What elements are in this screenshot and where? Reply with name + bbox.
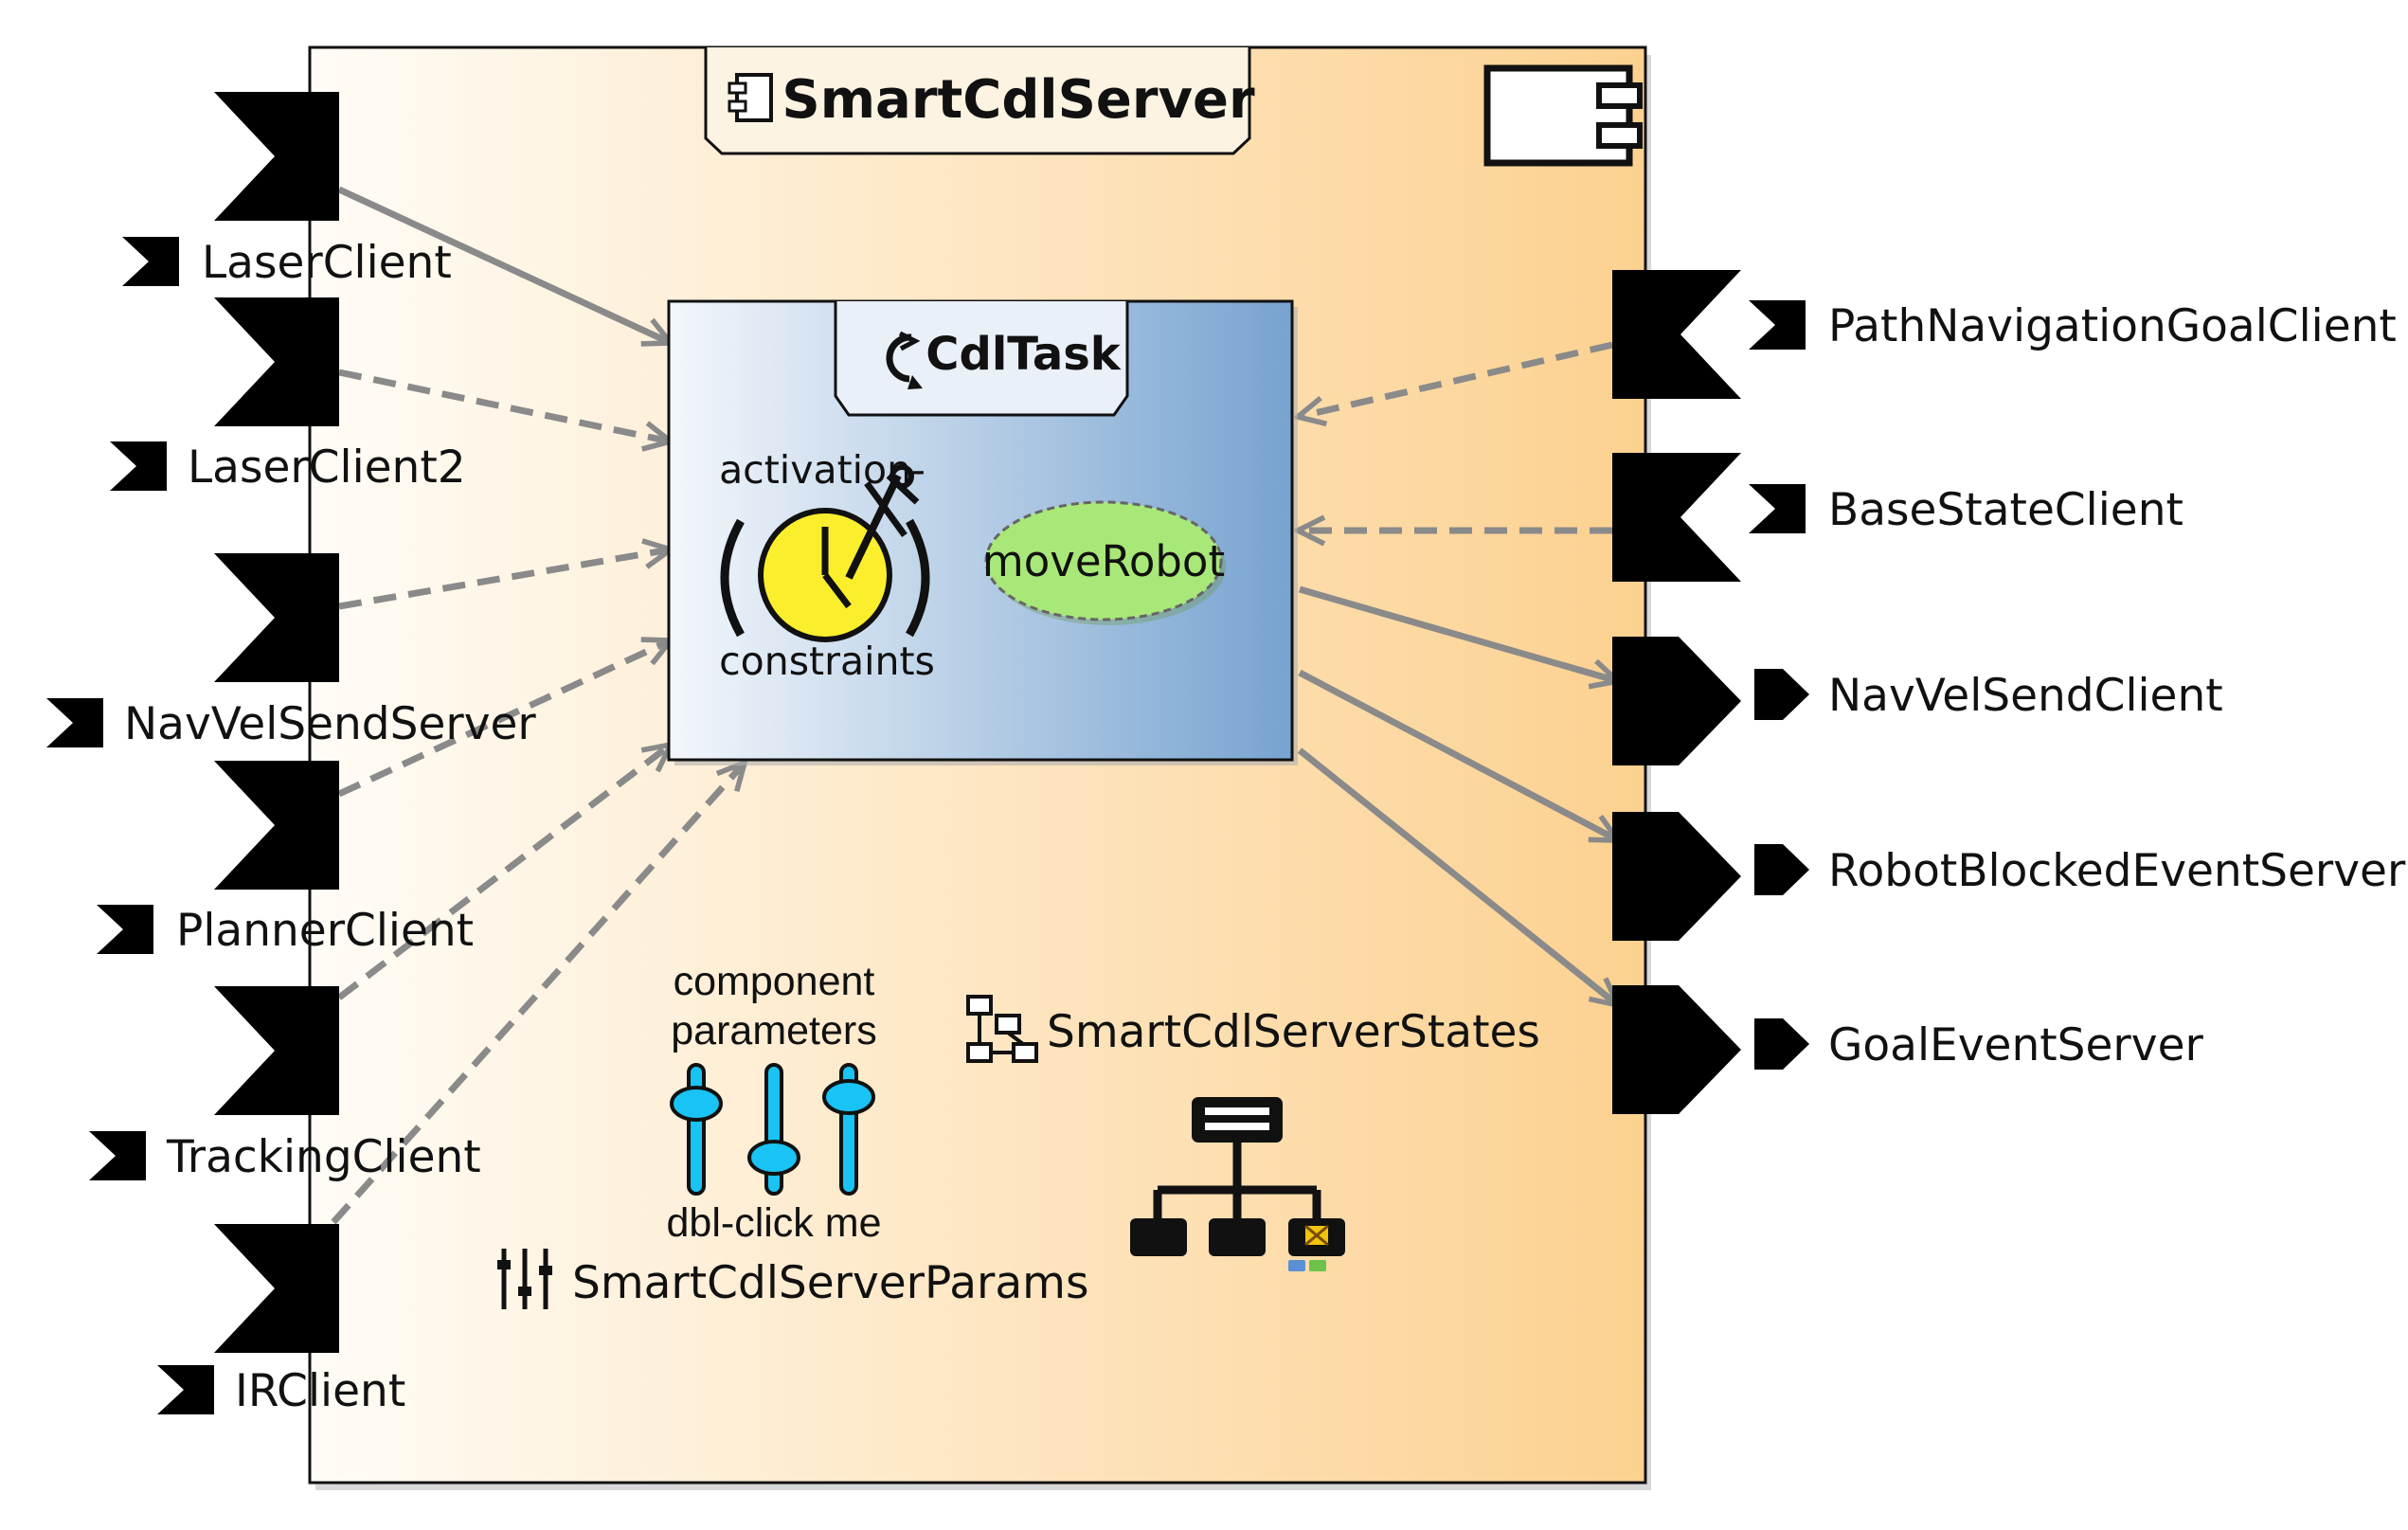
right-port-navvelsendclient[interactable]: NavVelSendClient <box>1612 637 2223 765</box>
moverobot-label: moveRobot <box>982 536 1225 586</box>
input-port-icon <box>110 441 167 491</box>
port-shape <box>214 297 339 426</box>
right-ports: PathNavigationGoalClient BaseStateClient… <box>1612 270 2406 1114</box>
component-corner-icon <box>1483 64 1643 167</box>
port-shape <box>214 92 339 221</box>
states-node[interactable]: SmartCdlServerStates <box>966 995 1540 1271</box>
connector-laserclient2 <box>338 369 671 441</box>
moverobot-node[interactable]: moveRobot <box>982 500 1226 625</box>
port-label: RobotBlockedEventServer <box>1828 845 2406 897</box>
connector-robotblockedeventserver <box>1298 669 1618 844</box>
left-port-trackingclient[interactable]: TrackingClient <box>89 986 481 1183</box>
input-port-icon <box>1749 300 1806 350</box>
input-port-icon <box>89 1131 146 1180</box>
input-port-icon <box>46 698 103 747</box>
sliders-small-icon <box>497 1249 552 1309</box>
params-caption-bottom: dbl-click me <box>667 1200 882 1246</box>
states-name: SmartCdlServerStates <box>1047 1006 1540 1058</box>
task-cycle-icon <box>886 331 923 389</box>
left-ports: LaserClient LaserClient2 NavVelSendServe… <box>46 92 536 1417</box>
output-port-icon <box>1754 844 1809 895</box>
input-port-icon <box>122 237 179 286</box>
port-label: LaserClient <box>202 237 452 289</box>
params-caption-top: component <box>674 959 875 1004</box>
hierarchy-icon <box>1130 1097 1345 1271</box>
port-shape <box>1612 270 1741 399</box>
input-port-icon <box>157 1365 214 1414</box>
task-box[interactable]: CdlTask activation- constraints moveRobo… <box>667 299 1298 765</box>
left-port-plannerclient[interactable]: PlannerClient <box>97 761 474 957</box>
output-port-icon <box>1754 669 1809 720</box>
clock-with-tools-icon <box>720 464 930 642</box>
activation-label-bottom: constraints <box>719 639 935 684</box>
right-port-robotblockedeventserver[interactable]: RobotBlockedEventServer <box>1612 812 2406 941</box>
params-name: SmartCdlServerParams <box>572 1257 1088 1309</box>
left-port-navvelsendserver[interactable]: NavVelSendServer <box>46 553 536 750</box>
port-shape <box>1612 453 1741 582</box>
right-port-goaleventserver[interactable]: GoalEventServer <box>1612 985 2203 1114</box>
connector-laserclient <box>337 186 671 343</box>
left-port-laserclient2[interactable]: LaserClient2 <box>110 297 466 494</box>
port-label: TrackingClient <box>166 1131 481 1183</box>
port-shape <box>1612 812 1741 941</box>
port-shape <box>214 553 339 682</box>
port-label: BaseStateClient <box>1828 484 2183 536</box>
port-label: NavVelSendServer <box>124 698 536 750</box>
port-shape <box>214 1224 339 1353</box>
connector-pathnavigationgoalclient <box>1298 341 1613 417</box>
connector-navvelsendserver <box>338 549 671 610</box>
component-title-tab[interactable]: SmartCdlServer <box>704 47 1255 155</box>
port-label: LaserClient2 <box>188 441 466 494</box>
sliders-icon <box>670 1063 875 1196</box>
connectors <box>331 186 1618 1225</box>
right-port-basestateclient[interactable]: BaseStateClient <box>1612 453 2183 582</box>
port-label: PathNavigationGoalClient <box>1828 300 2397 352</box>
output-port-icon <box>1754 1018 1809 1070</box>
connector-navvelsendclient <box>1299 585 1618 681</box>
port-label: GoalEventServer <box>1828 1019 2203 1071</box>
port-shape <box>1612 985 1741 1114</box>
port-shape <box>1612 637 1741 765</box>
component-icon <box>728 73 773 122</box>
right-port-pathnavigationgoalclient[interactable]: PathNavigationGoalClient <box>1612 270 2397 399</box>
params-caption-mid: parameters <box>671 1008 876 1053</box>
port-label: NavVelSendClient <box>1828 670 2223 722</box>
moverobot-ellipse <box>984 500 1223 621</box>
port-label: PlannerClient <box>176 905 474 957</box>
input-port-icon <box>1749 484 1806 533</box>
port-label: IRClient <box>235 1365 405 1417</box>
params-node[interactable]: component parameters dbl-click me SmartC… <box>497 959 1088 1309</box>
connector-plannerclient <box>337 640 671 798</box>
left-port-irclient[interactable]: IRClient <box>157 1224 405 1417</box>
connector-goaleventserver <box>1297 747 1618 1005</box>
input-port-icon <box>97 905 153 954</box>
activation-constraints[interactable]: activation- constraints <box>719 447 935 684</box>
state-machine-icon <box>966 995 1038 1063</box>
port-shape <box>214 986 339 1115</box>
left-port-laserclient[interactable]: LaserClient <box>122 92 452 289</box>
component-title: SmartCdlServer <box>782 69 1255 131</box>
port-shape <box>214 761 339 890</box>
task-title: CdlTask <box>925 328 1122 381</box>
